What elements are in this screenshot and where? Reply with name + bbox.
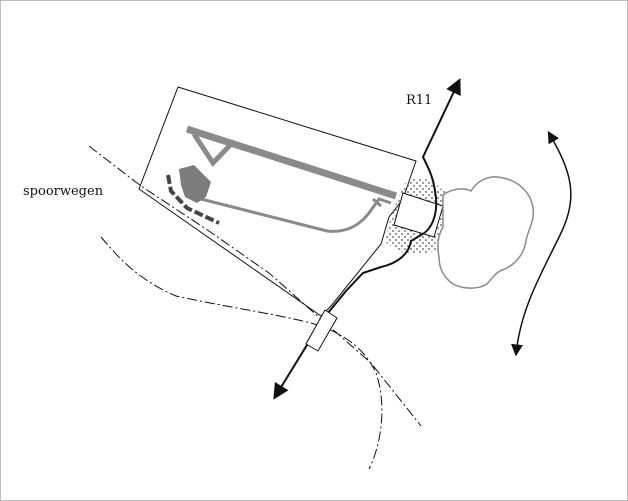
railway-line-lower [100, 236, 383, 470]
road-label: R11 [406, 93, 433, 108]
water-body [437, 176, 535, 289]
road-r11 [273, 78, 461, 400]
taxiway-west [191, 132, 236, 168]
main-runway [185, 125, 398, 200]
bridge-block [305, 309, 338, 352]
flow-arrow [511, 130, 572, 357]
platform-dashed [166, 174, 220, 225]
service-road [200, 197, 392, 233]
terminal-building [179, 165, 211, 203]
railway-label: spoorwegen [23, 184, 104, 199]
